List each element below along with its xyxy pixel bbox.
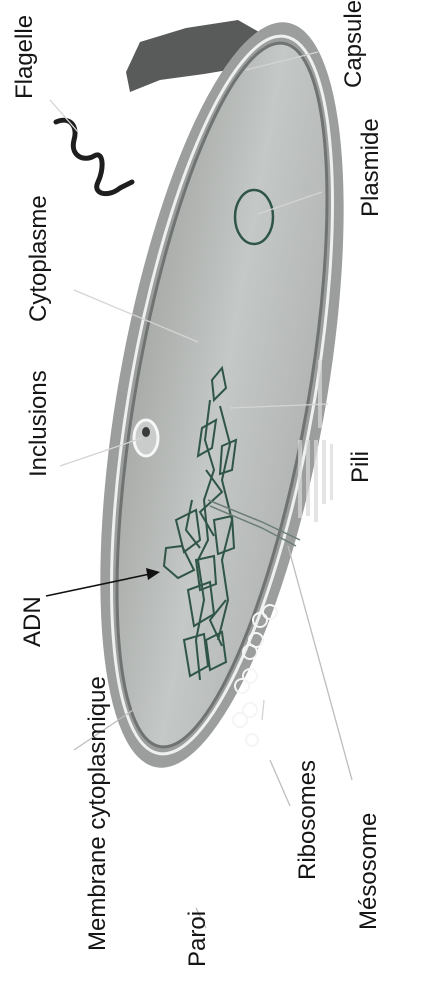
label-paroi: Paroi bbox=[186, 911, 210, 967]
label-cytoplasme: Cytoplasme bbox=[27, 195, 51, 322]
label-inclusions: Inclusions bbox=[27, 370, 51, 477]
mesosome-leader bbox=[288, 546, 352, 780]
flagellum bbox=[56, 120, 132, 193]
ribosomes-leader bbox=[270, 760, 290, 806]
label-flagelle: Flagelle bbox=[13, 15, 37, 99]
inclusion-core bbox=[142, 427, 150, 437]
label-mesosome: Mésosome bbox=[357, 813, 381, 930]
label-capsule: Capsule bbox=[342, 0, 366, 88]
label-pili: Pili bbox=[349, 451, 373, 483]
inclusion-shape bbox=[134, 420, 158, 456]
label-adn: ADN bbox=[21, 596, 45, 647]
label-membrane-cytoplasmique: Membrane cytoplasmique bbox=[86, 676, 110, 951]
label-plasmide: Plasmide bbox=[359, 118, 383, 217]
label-ribosomes: Ribosomes bbox=[296, 760, 320, 880]
